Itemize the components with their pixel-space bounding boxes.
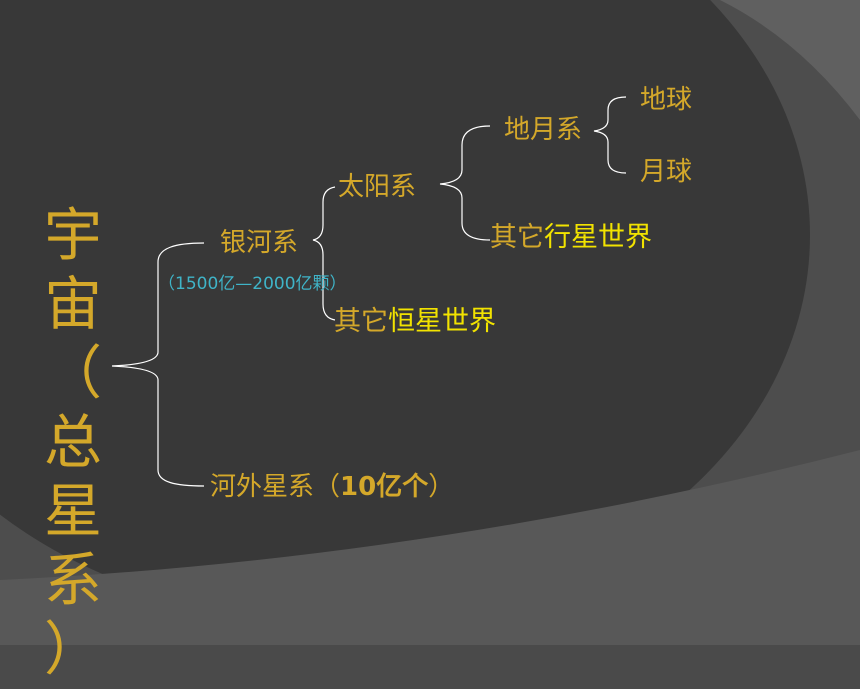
node-moon: 月球 [640,157,693,187]
other-planets-prefix: 其它 [490,222,544,253]
universe-title: 宇 宙 （ 总 星 系 ） [44,206,134,689]
galaxy-bracket [312,186,336,321]
title-char: （ [44,339,103,407]
title-char: 系 [44,546,103,614]
node-galaxy: 银河系 [220,228,299,258]
tree-brackets [111,96,627,487]
solar-bracket [439,125,491,241]
title-char: 总 [44,408,103,476]
earth-moon-bracket [593,96,627,174]
title-char: 星 [44,477,103,545]
title-char: 宙 [44,270,103,338]
node-other-planets: 其它行星世界 [490,224,652,251]
other-stars-suffix: 恒星世界 [388,306,496,337]
node-solar-system: 太阳系 [338,172,417,202]
slide-background [0,0,860,645]
node-other-stars: 其它恒星世界 [334,308,496,335]
extragalactic-suffix: ） [428,472,455,502]
extragalactic-count: 10亿个 [340,472,429,502]
title-char: ） [44,615,103,683]
root-bracket [111,242,205,487]
title-char: 宇 [44,201,103,269]
node-earth-moon-system: 地月系 [504,115,583,145]
other-planets-suffix: 行星世界 [544,222,652,253]
node-earth: 地球 [640,85,693,115]
other-stars-prefix: 其它 [334,306,388,337]
node-galaxy-count: （1500亿—2000亿颗） [158,274,347,294]
extragalactic-prefix: 河外星系（ [210,472,341,502]
node-extragalactic: 河外星系（10亿个） [210,474,454,500]
